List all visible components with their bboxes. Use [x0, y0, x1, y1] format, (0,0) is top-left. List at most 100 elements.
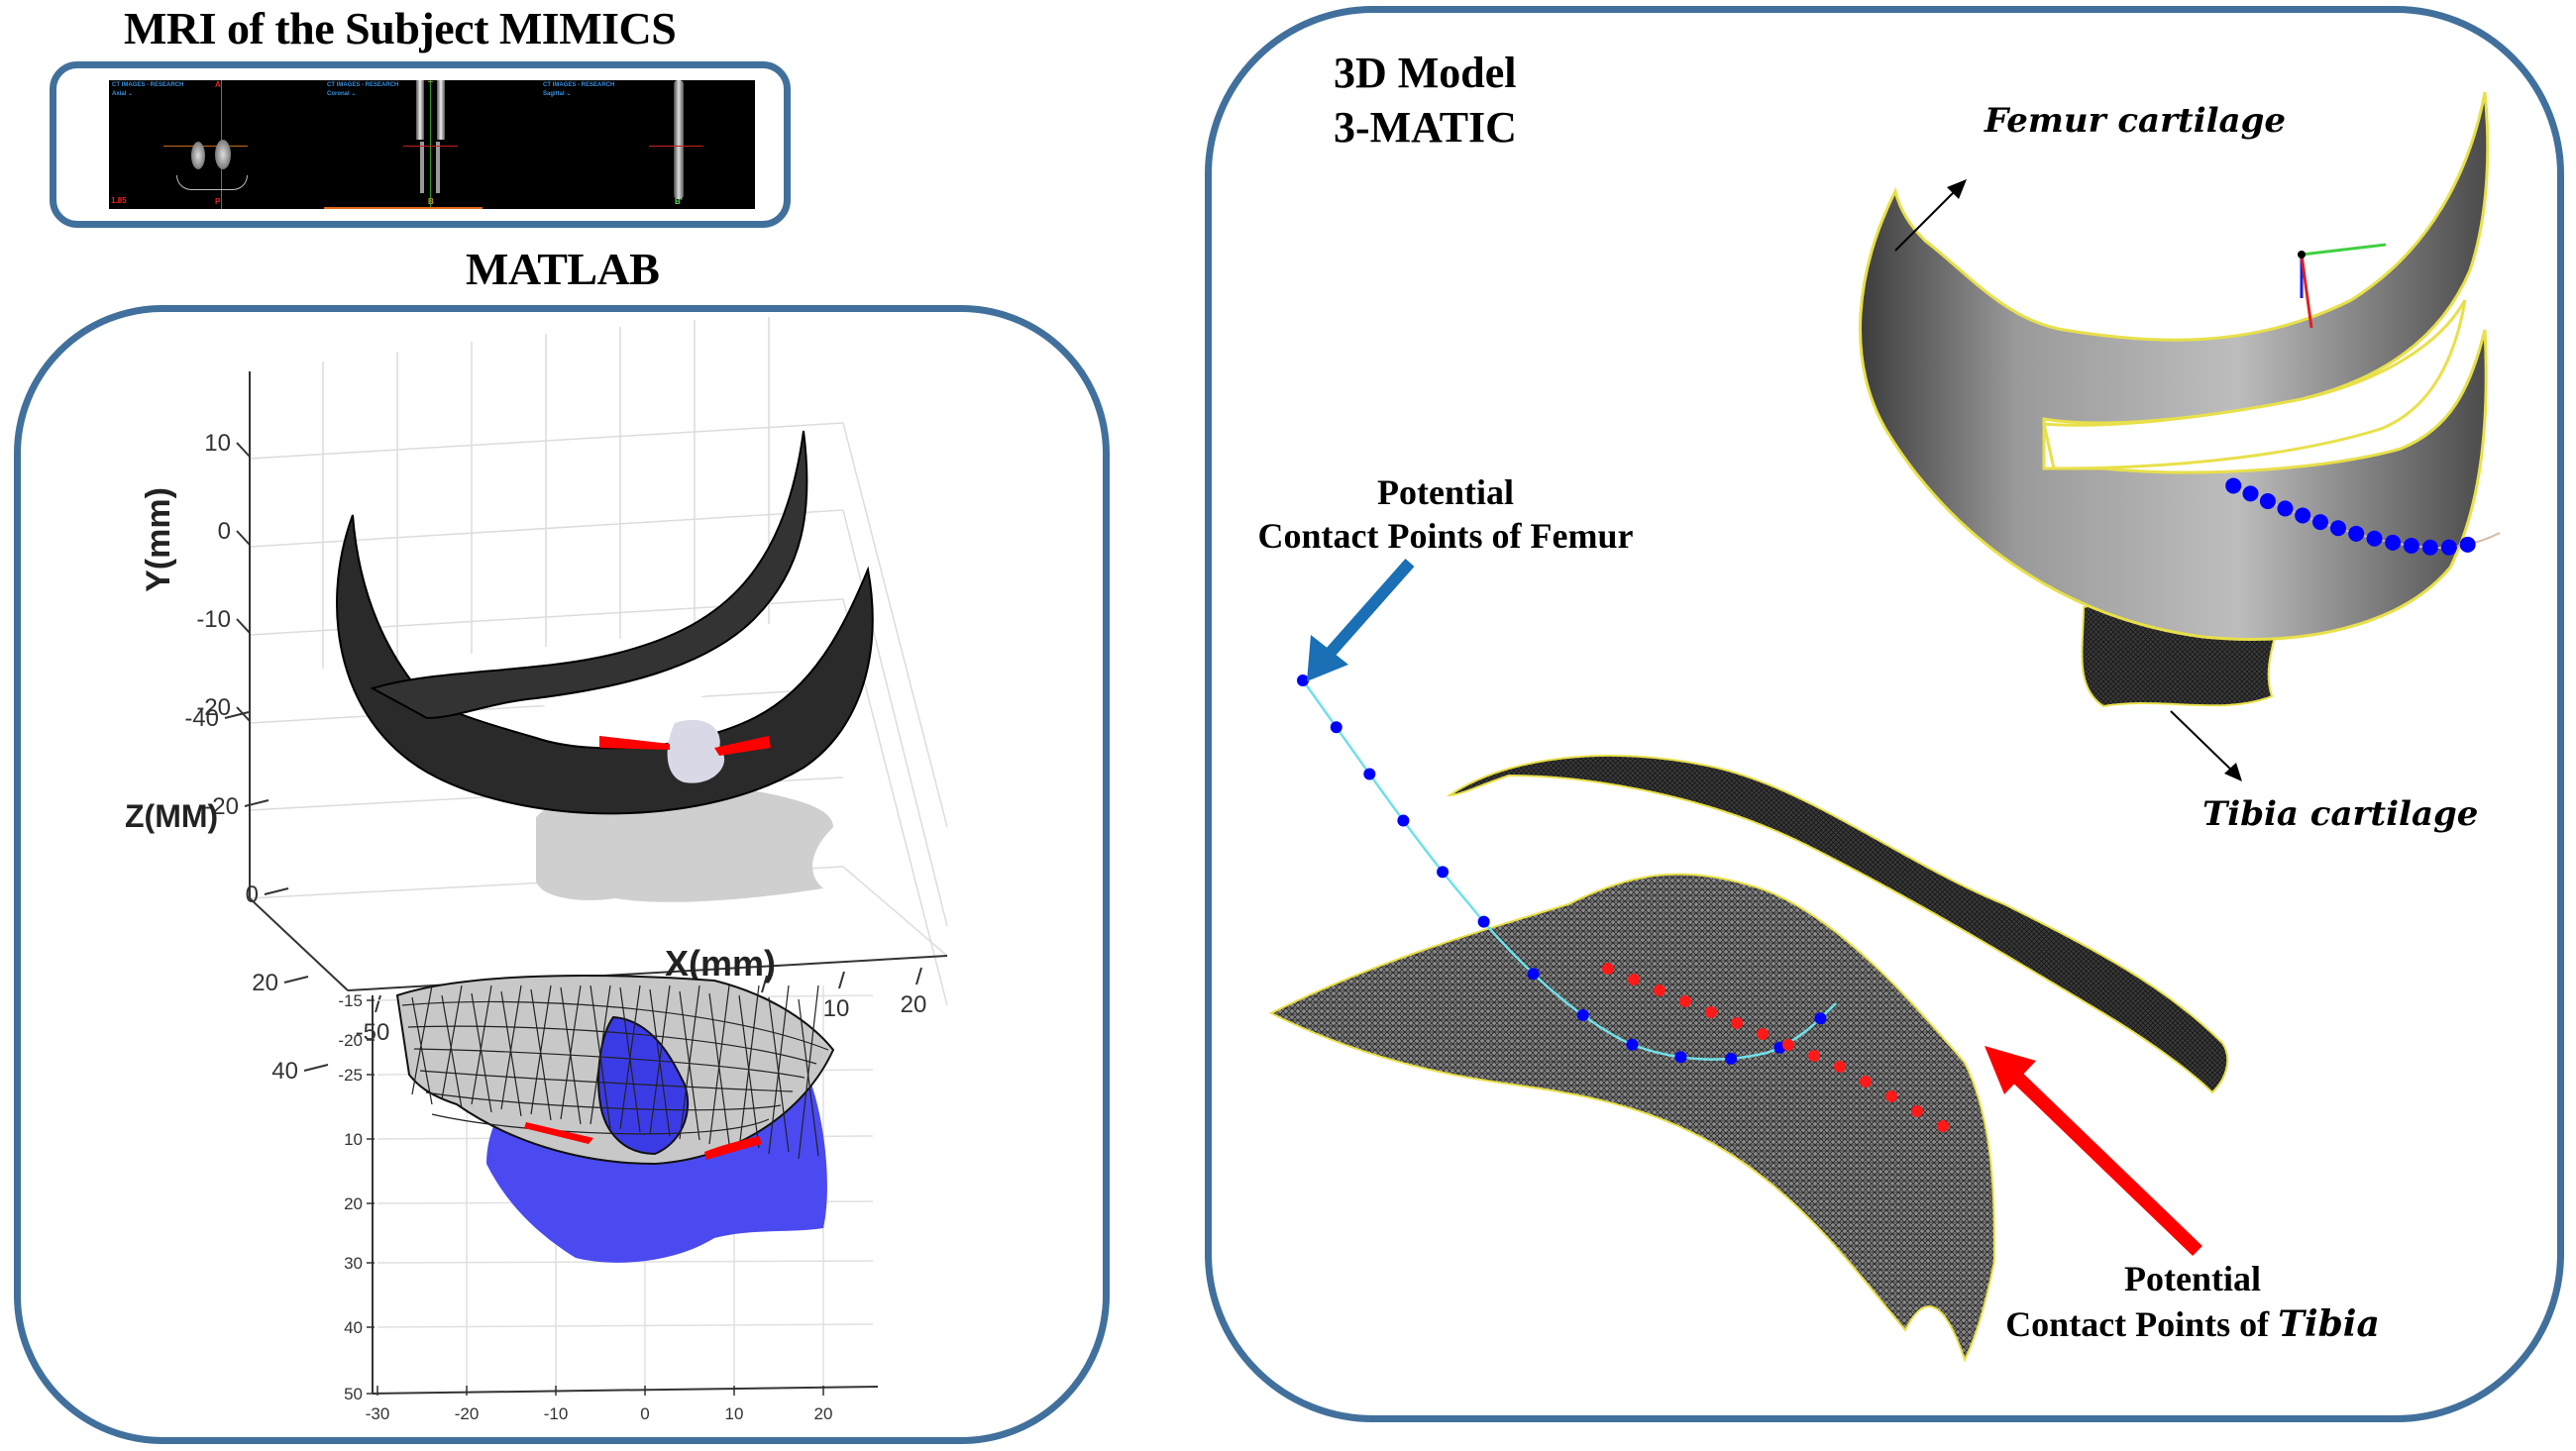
y-tick-label: -15 [338, 991, 363, 1010]
contact-strip-right [714, 736, 771, 756]
mesh-line [401, 1000, 829, 1051]
tibia-contact-point [1705, 1006, 1717, 1018]
x-tick-label: 20 [901, 991, 927, 1018]
femur-contact-point [1576, 1009, 1589, 1022]
x-tick-label: -30 [366, 1404, 390, 1423]
contact-region [667, 719, 725, 783]
y-tick-label: 10 [344, 1130, 363, 1149]
x-tick-label: -20 [455, 1404, 480, 1423]
y-tick-label: 30 [344, 1254, 363, 1273]
femur-mesh-lines [401, 985, 829, 1160]
femur-contact-point [2421, 539, 2438, 556]
y-tick-label: -20 [196, 694, 231, 721]
x-tick-label: 20 [814, 1404, 833, 1423]
z-tick-label: 40 [271, 1058, 298, 1085]
femur-contact-point [1477, 915, 1490, 928]
tibia-contact-arrow-icon [1985, 1046, 2202, 1257]
femur-contact-label-line1: Potential [1377, 472, 1514, 512]
mesh-line [500, 985, 522, 1110]
tibia-contact-point [1911, 1105, 1923, 1117]
tibia-contact-label-line2: Contact Points of Tibia [2005, 1303, 2380, 1345]
femur-contact-point [1725, 1052, 1738, 1065]
tibia-contact-point [1808, 1050, 1820, 1062]
coronal-leg-right [437, 80, 445, 140]
ct-view-name[interactable]: Axial ⌄ [112, 91, 134, 97]
femur-contact-point [1437, 866, 1449, 879]
x-tick-label: 0 [640, 1404, 649, 1423]
femur-label-arrow-icon [1894, 179, 1967, 252]
tibia-contact-point [1757, 1028, 1769, 1040]
femur-contact-point [1527, 968, 1540, 981]
ct-view-sagittal[interactable]: CT IMAGES - RESEARCH Sagittal ⌄ T B' [540, 80, 755, 209]
femur-contact-point [2459, 536, 2476, 553]
ct-view-name[interactable]: Sagittal ⌄ [543, 91, 572, 97]
coronal-bottom-bar [324, 207, 483, 209]
mesh-line [798, 998, 819, 1157]
mesh-line [407, 1025, 817, 1065]
femur-cartilage-lower-model [1446, 755, 2229, 1094]
tibia-cartilage-label: Tibia cartilage [2202, 794, 2478, 834]
crosshair-horizontal [649, 146, 703, 147]
y-tick-label: 40 [344, 1318, 363, 1337]
coronal-leg-left [416, 80, 424, 140]
orientation-marker-top: A [215, 80, 221, 89]
mesh-gap [536, 688, 714, 716]
model3d-scene: 3D Model 3-MATIC Femur cartilage Tib [1258, 49, 2501, 1363]
femur-cartilage-mesh-upper [370, 430, 808, 720]
plot3d-x-label: X(mm) [665, 943, 776, 984]
y-tick-mark [236, 530, 251, 546]
mesh-line [560, 985, 582, 1120]
tibia-contact-point [1834, 1061, 1846, 1073]
z-tick-label: 0 [246, 881, 259, 908]
z-tick-mark [224, 711, 250, 719]
mesh-line [441, 985, 463, 1100]
contact-strip-left [599, 736, 670, 750]
z-tick-label: -20 [204, 793, 239, 820]
orientation-marker-bottom: P [215, 197, 221, 206]
mesh-line [471, 992, 492, 1113]
axial-bone-left [191, 142, 205, 169]
z-tick-mark [303, 1064, 329, 1072]
z-tick-label: -40 [184, 705, 219, 732]
tibia-contact-point [1885, 1090, 1897, 1102]
femur-contact-point [2348, 525, 2365, 542]
ct-view-name[interactable]: Coronal ⌄ [327, 91, 357, 97]
mimics-panel: CT IMAGES - RESEARCH Axial ⌄ A P 1.85 CT… [50, 61, 791, 228]
slice-value: 1.85 [111, 196, 127, 205]
axial-table [176, 175, 248, 190]
tibia-contact-point [1731, 1017, 1743, 1029]
tibia-contact-label-italic: Tibia [2278, 1303, 2380, 1345]
ct-view-coronal[interactable]: CT IMAGES - RESEARCH Coronal ⌄ T B [324, 80, 540, 209]
matlab-title: MATLAB [466, 244, 660, 294]
femur-contact-label-line2: Contact Points of Femur [1258, 516, 1634, 556]
femur-contact-point [2329, 520, 2346, 537]
y-tick-label: 0 [218, 518, 231, 545]
tibia-contact-point [1860, 1076, 1872, 1088]
z-tick-mark [244, 799, 269, 807]
y-tick-label: 10 [204, 430, 231, 457]
femur-contact-point [2311, 514, 2328, 531]
mesh-line [738, 985, 760, 1150]
mesh-line [708, 985, 730, 1145]
z-tick-mark [283, 976, 309, 984]
model3d-panel: 3D Model 3-MATIC Femur cartilage Tib [1205, 6, 2564, 1422]
crosshair-horizontal [163, 146, 248, 147]
sagittal-leg [674, 80, 684, 199]
tibia-contact-label-line1: Potential [2124, 1259, 2261, 1298]
model3d-title-line1: 3D Model [1334, 49, 1517, 97]
x-tick-mark [375, 994, 381, 1013]
mesh-line [590, 985, 611, 1125]
femur-contact-point [1297, 674, 1309, 686]
femur-contact-point [2242, 485, 2259, 502]
ct-view-axial[interactable]: CT IMAGES - RESEARCH Axial ⌄ A P 1.85 [109, 80, 324, 209]
mesh-line [419, 1070, 794, 1092]
ct-header: CT IMAGES - RESEARCH [543, 82, 615, 88]
x-tick-mark [838, 971, 845, 989]
axis-triad-icon [2298, 243, 2387, 329]
mesh-line [768, 985, 790, 1155]
y-tick-label: -25 [338, 1066, 363, 1085]
